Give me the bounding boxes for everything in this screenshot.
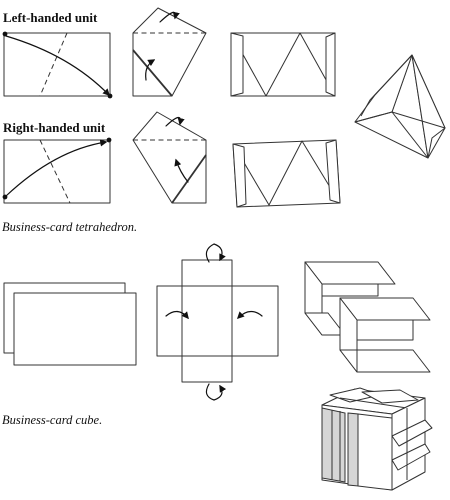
finished-cube (321, 387, 433, 491)
cube-caption: Business-card cube. (2, 413, 103, 427)
left-unit-step-folded (132, 7, 207, 97)
left-unit-finished (230, 32, 336, 97)
card-rectangle (3, 32, 111, 97)
card-rectangle (3, 139, 111, 204)
right-unit-step-folded (132, 111, 207, 204)
fold-behind-arrow (159, 11, 180, 23)
bottom-flap-arrow (205, 383, 227, 401)
front-card (13, 292, 137, 366)
tetrahedron (354, 54, 446, 159)
fold-behind-arrow (165, 116, 185, 127)
fold-arrow (5, 139, 108, 197)
valley-fold-line (39, 32, 68, 97)
start-dot (2, 194, 8, 200)
left-flap-arrow (165, 310, 189, 320)
fold-arrow (5, 35, 111, 97)
right-flap-arrow (236, 310, 263, 320)
fold-arrow (145, 59, 156, 81)
tetrahedron-caption: Business-card tetrahedron. (2, 220, 138, 234)
left-handed-unit-label: Left-handed unit (3, 10, 98, 25)
top-flap-arrow (205, 243, 226, 263)
right-handed-unit-label: Right-handed unit (3, 120, 106, 135)
right-unit-finished (232, 139, 341, 208)
cube-units-assembly (304, 261, 431, 373)
two-cards (3, 282, 137, 366)
end-dot (107, 93, 113, 99)
end-dot (106, 137, 112, 143)
left-unit-card (2, 31, 113, 99)
fold-arrow (174, 158, 189, 183)
cross-fold-pattern (156, 243, 279, 401)
valley-fold-line (39, 139, 71, 204)
right-unit-card (2, 137, 112, 204)
start-dot (2, 31, 8, 37)
